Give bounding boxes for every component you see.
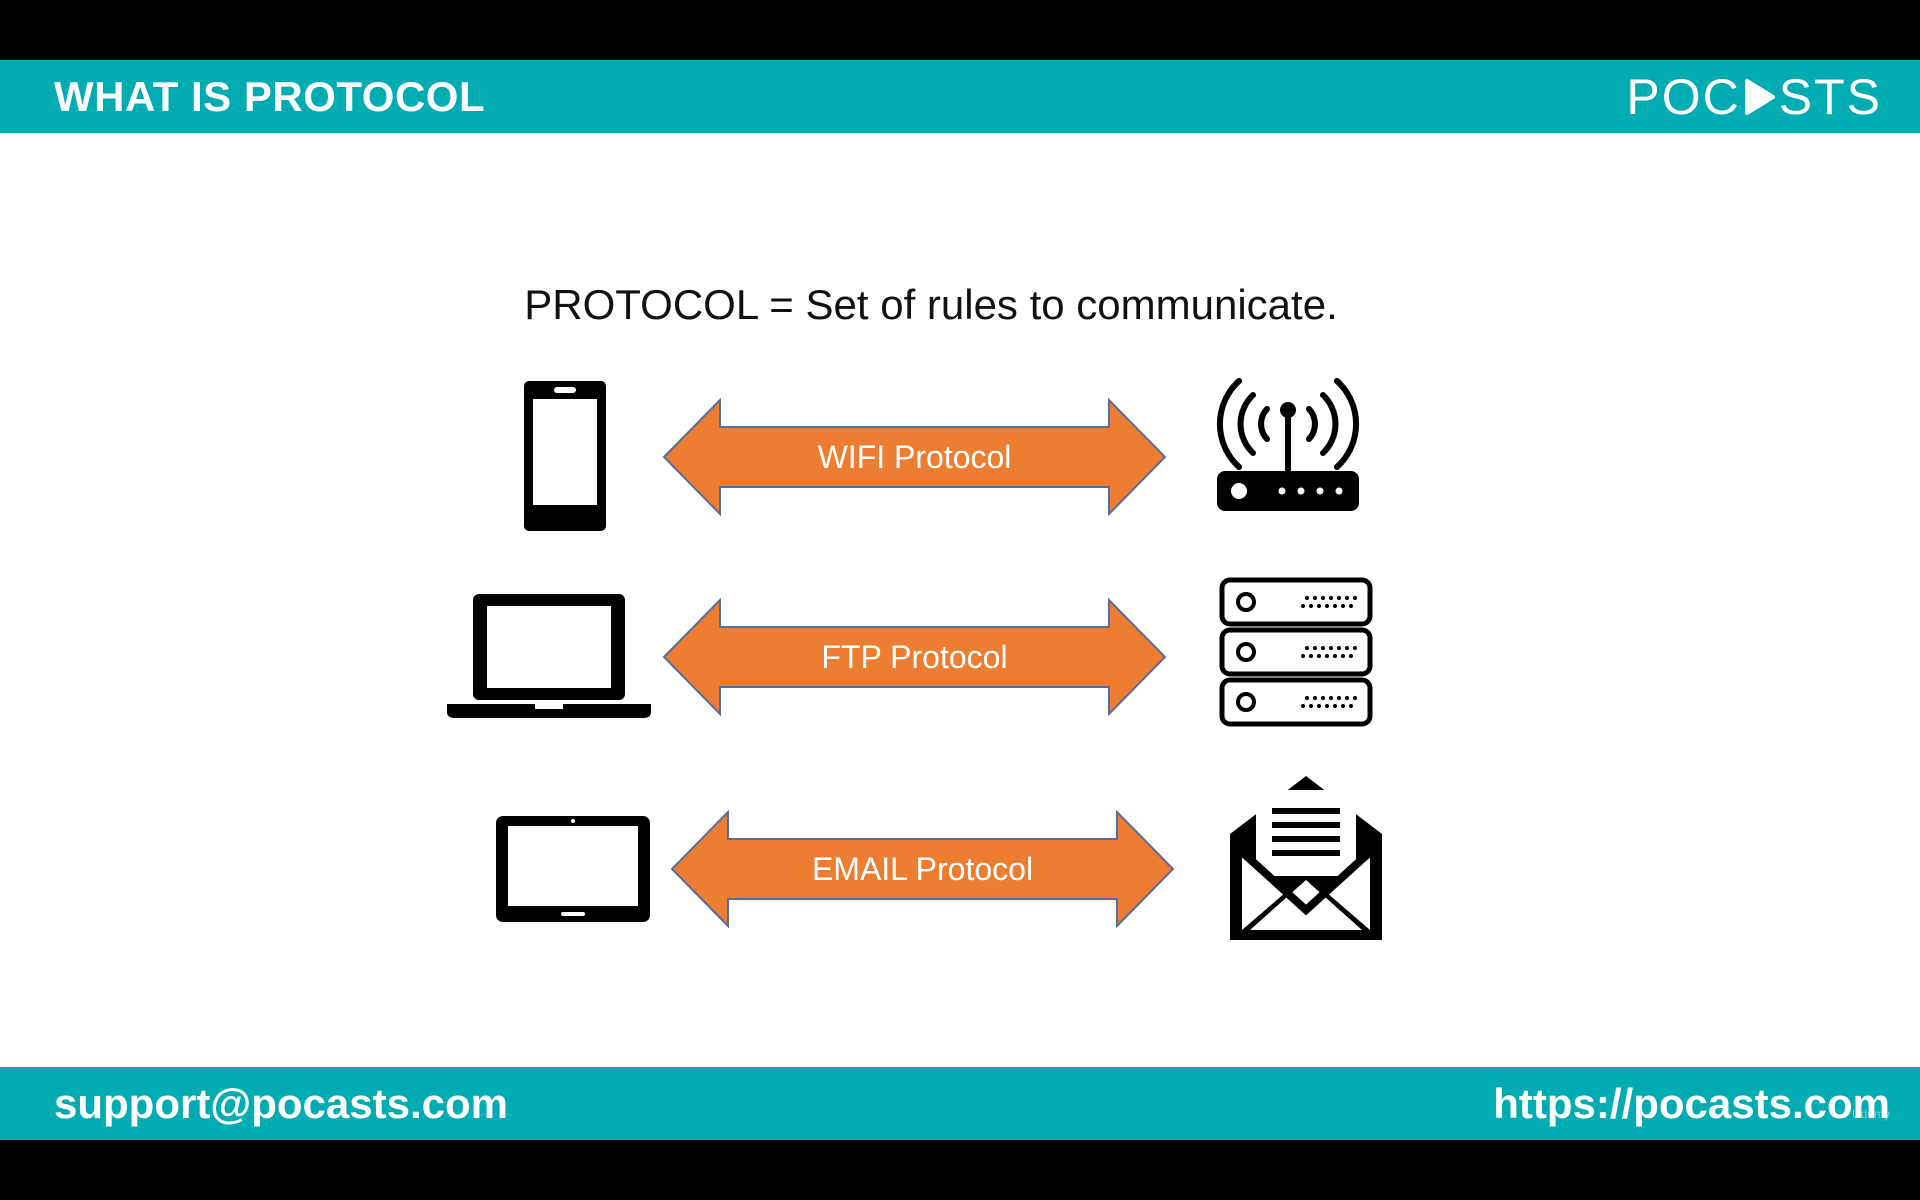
brand-text-left: POC xyxy=(1626,68,1741,125)
play-icon xyxy=(1744,78,1775,115)
arrow-label: EMAIL Protocol xyxy=(811,850,1034,887)
double-arrow-shape xyxy=(670,810,1175,928)
double-arrow-shape xyxy=(662,398,1167,516)
slide-content: PROTOCOL = Set of rules to communicate. xyxy=(0,133,1920,1067)
server-rack-icon xyxy=(1219,577,1373,727)
brand-text-right: STS xyxy=(1778,68,1882,125)
email-protocol-arrow: EMAIL Protocol xyxy=(670,810,1175,928)
open-envelope-icon xyxy=(1230,776,1382,940)
header-bar: WHAT IS PROTOCOL POC STS xyxy=(0,60,1920,133)
udemy-watermark: Udemy xyxy=(1851,1107,1890,1121)
arrow-label: FTP Protocol xyxy=(821,638,1008,675)
wifi-router-icon xyxy=(1216,378,1360,511)
brand-logo: POC STS xyxy=(1626,60,1882,133)
arrow-label: WIFI Protocol xyxy=(817,438,1012,475)
tablet-icon xyxy=(496,816,650,922)
smartphone-icon xyxy=(524,381,606,531)
website-url: https://pocasts.com xyxy=(1493,1080,1890,1127)
slide-title: WHAT IS PROTOCOL xyxy=(54,73,486,120)
ftp-protocol-arrow: FTP Protocol xyxy=(662,598,1167,716)
protocol-definition: PROTOCOL = Set of rules to communicate. xyxy=(524,281,1338,328)
double-arrow-shape xyxy=(662,598,1167,716)
laptop-icon xyxy=(447,594,651,718)
support-email: support@pocasts.com xyxy=(54,1080,509,1127)
footer-bar: support@pocasts.com https://pocasts.com … xyxy=(0,1067,1920,1140)
wifi-protocol-arrow: WIFI Protocol xyxy=(662,398,1167,516)
